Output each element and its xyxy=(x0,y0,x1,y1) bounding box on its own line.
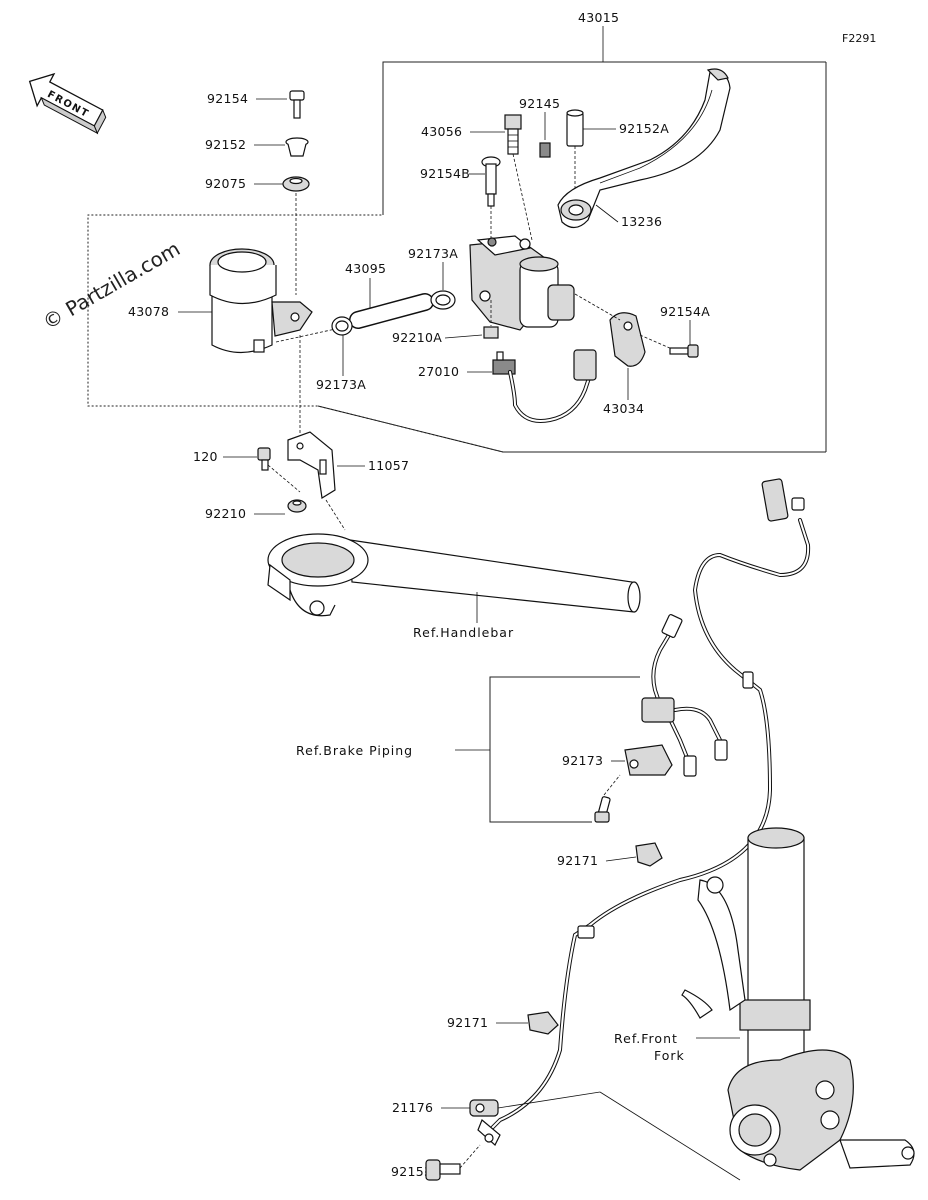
bolt-92154B xyxy=(481,156,501,207)
ref-front-fork-line2: Fork xyxy=(654,1048,685,1063)
label-92171-upper: 92171 xyxy=(557,853,598,868)
label-120: 120 xyxy=(193,449,218,464)
hose-43095 xyxy=(349,293,434,329)
brake-hoses xyxy=(641,614,728,777)
bolt-92154 xyxy=(289,90,305,119)
label-92154: 92154 xyxy=(207,91,248,106)
grommet-92075 xyxy=(282,176,310,192)
label-92210A: 92210A xyxy=(392,330,442,345)
clamp-92173A-lower xyxy=(331,316,353,336)
bolt-92153 xyxy=(425,1159,461,1181)
label-92154A: 92154A xyxy=(660,304,710,319)
label-11057: 11057 xyxy=(368,458,409,473)
lever-13236 xyxy=(557,68,731,229)
label-21176: 21176 xyxy=(392,1100,433,1115)
label-43056: 43056 xyxy=(421,124,462,139)
nut-92210A xyxy=(483,326,499,339)
sensor-21176 xyxy=(469,1099,501,1146)
bracket-11057 xyxy=(287,431,336,499)
switch-27010 xyxy=(492,349,597,423)
label-92152A: 92152A xyxy=(619,121,669,136)
label-43095: 43095 xyxy=(345,261,386,276)
spring-92145 xyxy=(539,142,551,158)
front-arrow-icon: FRONT xyxy=(28,72,107,135)
abs-sensor-cable xyxy=(488,478,811,1132)
label-92173A-lower: 92173A xyxy=(316,377,366,392)
nut-92210 xyxy=(287,499,307,513)
clamp-92173A-upper xyxy=(430,290,456,310)
label-92145: 92145 xyxy=(519,96,560,111)
ref-handlebar: Ref.Handlebar xyxy=(413,625,514,640)
reservoir-43078 xyxy=(209,248,313,354)
bolt-92154A xyxy=(669,344,699,358)
label-92171-lower: 92171 xyxy=(447,1015,488,1030)
label-92173: 92173 xyxy=(562,753,603,768)
master-cylinder-body xyxy=(469,235,575,331)
assembly-frame xyxy=(87,61,827,453)
label-92173A-upper: 92173A xyxy=(408,246,458,261)
collar-92152 xyxy=(285,137,309,157)
label-92154B: 92154B xyxy=(420,166,470,181)
screw-120 xyxy=(257,447,271,471)
holder-43034 xyxy=(609,312,646,367)
handlebar xyxy=(267,533,641,617)
label-43015: 43015 xyxy=(578,10,619,25)
label-92210: 92210 xyxy=(205,506,246,521)
clip-92171-lower xyxy=(527,1011,559,1035)
clamp-92173 xyxy=(624,744,673,776)
label-92075: 92075 xyxy=(205,176,246,191)
label-13236: 13236 xyxy=(621,214,662,229)
label-92153: 92153 xyxy=(391,1164,432,1179)
watermark: © Partzilla.com xyxy=(39,236,185,334)
label-27010: 27010 xyxy=(418,364,459,379)
ref-front-fork-line1: Ref.Front xyxy=(614,1031,678,1046)
label-43034: 43034 xyxy=(603,401,644,416)
clip-92171-upper xyxy=(635,842,663,867)
front-fork xyxy=(681,827,915,1171)
figure-code: F2291 xyxy=(842,32,876,45)
screw-92173 xyxy=(594,796,611,823)
brake-piping-frame xyxy=(489,676,640,823)
banjo-43056 xyxy=(504,114,522,155)
collar-92152A xyxy=(566,109,584,147)
label-92152: 92152 xyxy=(205,137,246,152)
ref-brake-piping: Ref.Brake Piping xyxy=(296,743,413,758)
label-43078: 43078 xyxy=(128,304,169,319)
